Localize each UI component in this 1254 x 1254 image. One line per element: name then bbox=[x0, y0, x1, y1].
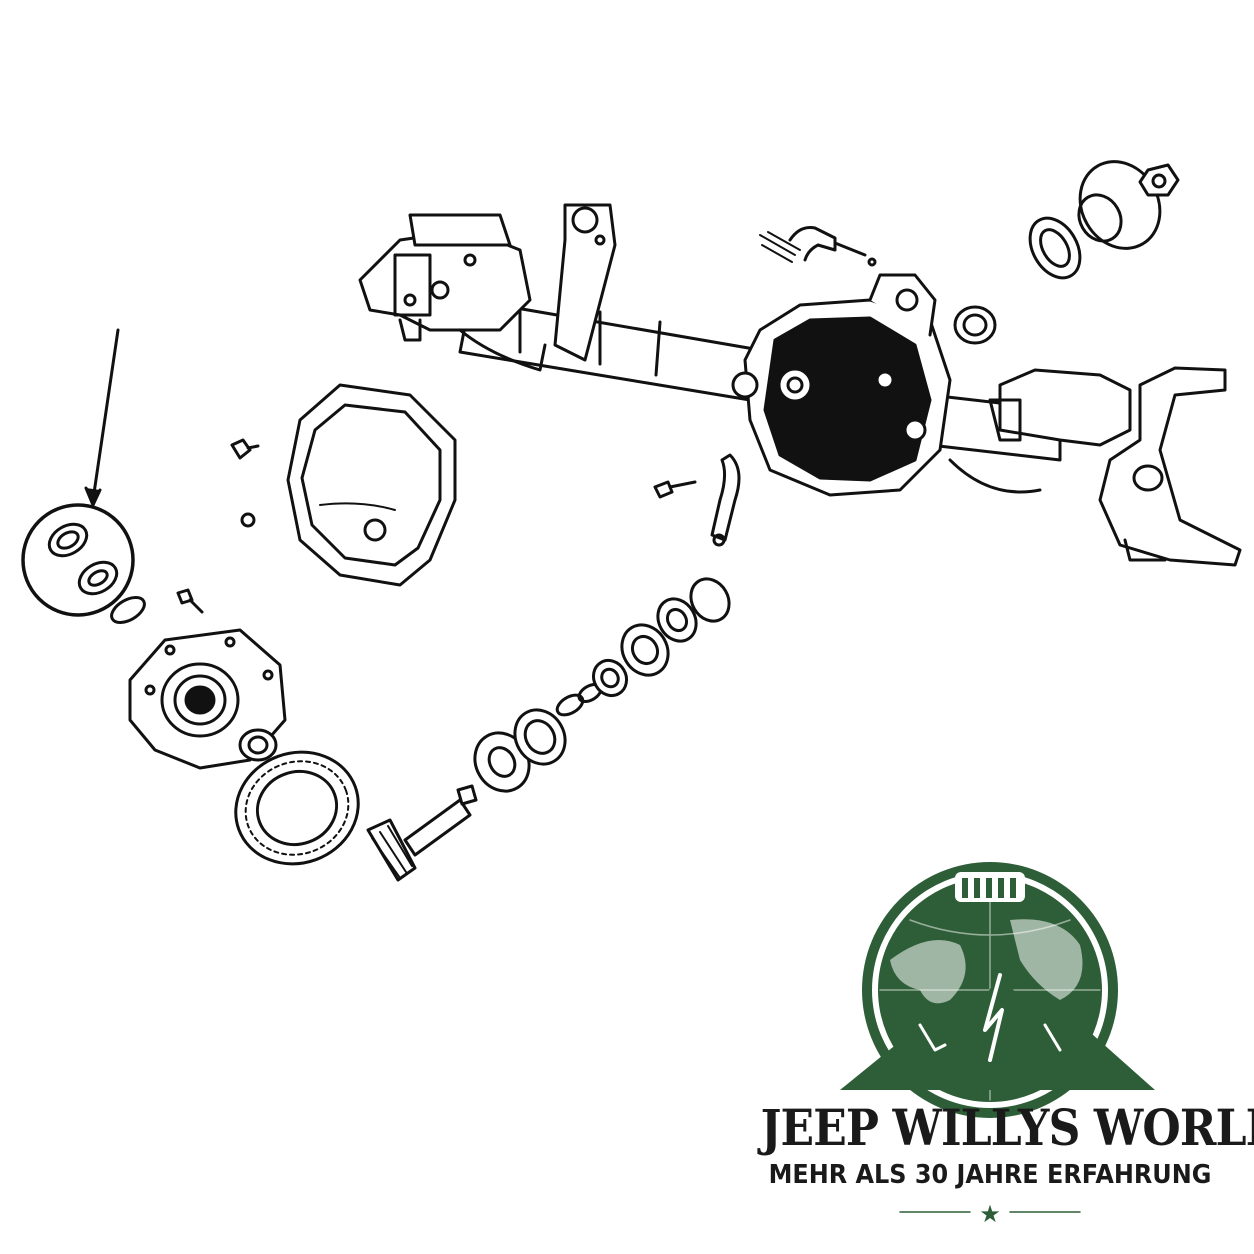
highlight-circle bbox=[21, 503, 135, 617]
bearing-cup-right bbox=[953, 305, 997, 345]
brand-name: JEEP WILLYS WORLD bbox=[760, 1098, 1254, 1157]
brand-logo bbox=[840, 862, 1155, 1118]
right-knuckle bbox=[988, 366, 1242, 567]
bolts bbox=[176, 438, 697, 614]
hub-flange bbox=[1028, 160, 1180, 280]
differential-carrier bbox=[128, 628, 287, 770]
upper-link-arm bbox=[553, 203, 617, 362]
differential-cover bbox=[286, 383, 457, 587]
ring-gear bbox=[234, 750, 360, 866]
shim-ring bbox=[110, 596, 146, 624]
pinion-bearings bbox=[473, 577, 731, 793]
pointer-arrow bbox=[84, 328, 120, 507]
curved-bracket bbox=[710, 453, 741, 547]
differential-housing bbox=[731, 273, 952, 497]
star-icon: ★ bbox=[979, 1200, 1001, 1228]
pinion-gear bbox=[366, 784, 478, 882]
left-knuckle bbox=[358, 213, 547, 372]
brand-tagline: MEHR ALS 30 JAHRE ERFAHRUNG bbox=[768, 1160, 1212, 1190]
breather-fitting bbox=[759, 226, 877, 267]
